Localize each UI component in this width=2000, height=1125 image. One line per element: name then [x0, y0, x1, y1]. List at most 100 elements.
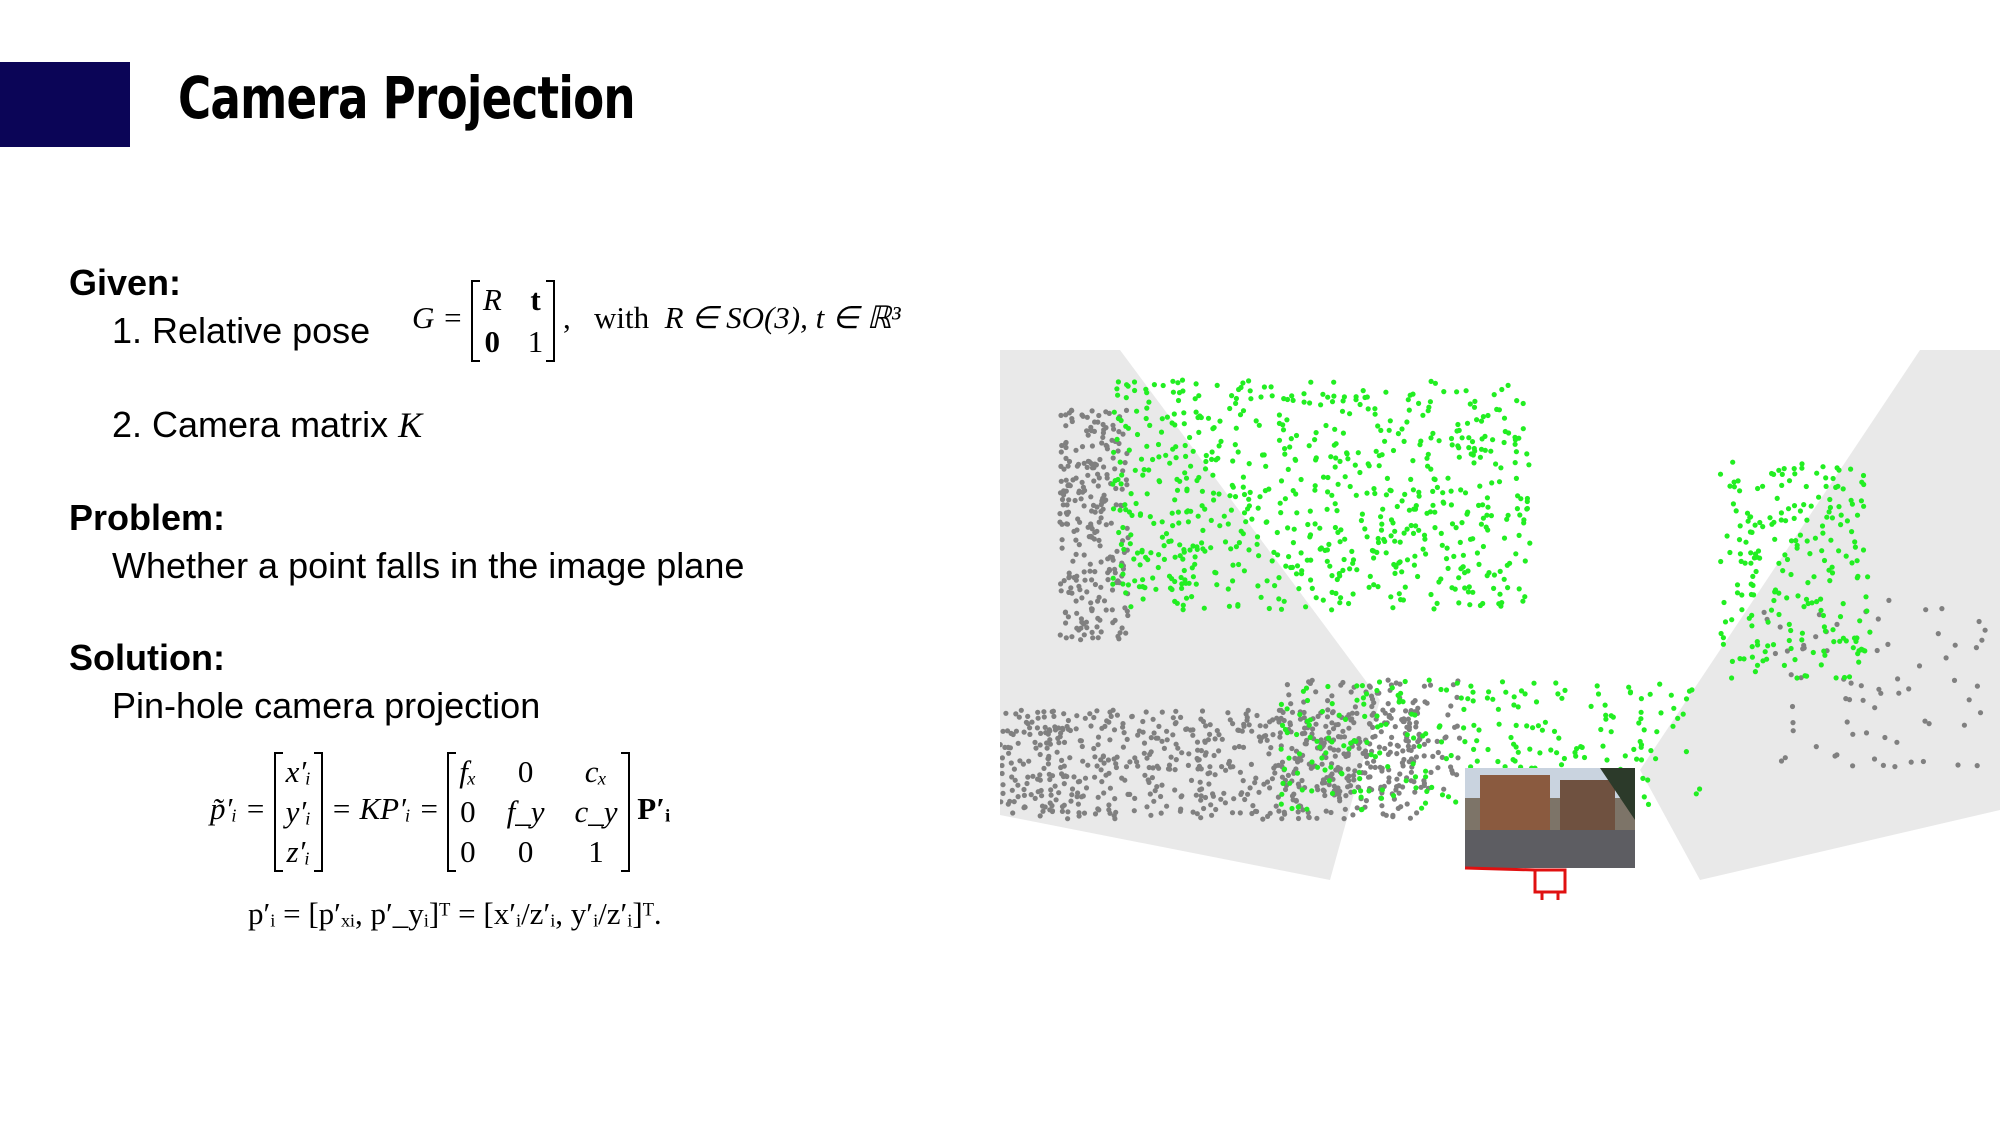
outlier-point	[1341, 751, 1347, 757]
inlier-point	[1334, 508, 1340, 514]
outlier-points	[1000, 407, 1988, 822]
outlier-point	[1154, 784, 1160, 790]
outlier-point	[1151, 730, 1157, 736]
outlier-point	[1385, 701, 1391, 707]
outlier-point	[1122, 777, 1128, 783]
outlier-point	[1100, 434, 1106, 440]
outlier-point	[1782, 755, 1788, 761]
outlier-point	[1092, 509, 1098, 515]
outlier-point	[1939, 606, 1945, 612]
outlier-point	[1366, 683, 1372, 689]
pose-matrix: R t 0 1	[470, 280, 556, 362]
outlier-point	[1761, 609, 1767, 615]
outlier-point	[1267, 810, 1273, 816]
inlier-point	[1491, 585, 1497, 591]
outlier-point	[1148, 735, 1154, 741]
inlier-point	[1436, 438, 1442, 444]
inlier-point	[1125, 582, 1131, 588]
outlier-point	[1982, 627, 1988, 633]
inlier-point	[1292, 456, 1298, 462]
outlier-point	[1385, 677, 1391, 683]
inlier-point	[1155, 564, 1161, 571]
inlier-point	[1553, 680, 1559, 686]
inlier-point	[1345, 456, 1351, 462]
outlier-point	[1345, 784, 1351, 790]
outlier-point	[1063, 620, 1069, 626]
outlier-point	[1017, 758, 1023, 764]
inlier-point	[1173, 455, 1179, 461]
inlier-point	[1471, 445, 1477, 452]
inlier-point	[1476, 727, 1482, 733]
outlier-point	[1274, 715, 1280, 721]
inlier-point	[1748, 591, 1754, 598]
outlier-point	[1040, 808, 1046, 814]
inlier-point	[1266, 605, 1272, 612]
inlier-point	[1622, 753, 1628, 759]
inlier-point	[1367, 573, 1373, 579]
inlier-point	[1411, 562, 1417, 568]
outlier-point	[1092, 774, 1098, 780]
inlier-point	[1350, 591, 1356, 597]
inlier-point	[1148, 550, 1154, 556]
outlier-point	[1058, 412, 1064, 418]
outlier-point	[1151, 798, 1157, 804]
pose-eq-lhs: G =	[412, 300, 464, 336]
outlier-point	[1073, 551, 1079, 557]
inlier-point	[1258, 394, 1264, 400]
outlier-point	[1354, 805, 1360, 811]
inlier-point	[1326, 778, 1333, 784]
k-fx: fₓ	[459, 754, 477, 789]
inlier-point	[1329, 399, 1336, 405]
outlier-point	[1325, 698, 1331, 704]
inlier-point	[1313, 430, 1319, 436]
inlier-point	[1548, 747, 1554, 753]
inlier-point	[1467, 401, 1473, 407]
inlier-point	[1140, 596, 1146, 602]
inlier-point	[1384, 475, 1390, 481]
inlier-point	[1278, 510, 1284, 516]
inlier-point	[1313, 595, 1319, 601]
inlier-point	[1216, 491, 1222, 497]
outlier-point	[1230, 721, 1236, 727]
inlier-point	[1164, 414, 1170, 420]
inlier-point	[1143, 386, 1149, 392]
outlier-point	[1000, 790, 1006, 796]
outlier-point	[1003, 710, 1009, 716]
inlier-point	[1120, 571, 1126, 577]
outlier-point	[1816, 612, 1822, 618]
outlier-point	[1354, 710, 1360, 716]
outlier-point	[1388, 715, 1394, 721]
inlier-point	[1829, 570, 1836, 576]
outlier-point	[1172, 787, 1178, 793]
inlier-point	[1169, 420, 1175, 426]
inlier-point	[1562, 687, 1568, 693]
inlier-point	[1240, 408, 1247, 414]
inlier-point	[1171, 411, 1177, 417]
inlier-point	[1733, 508, 1739, 514]
inlier-point	[1354, 567, 1360, 573]
outlier-point	[1277, 734, 1283, 740]
inlier-point	[1110, 581, 1116, 587]
outlier-point	[1087, 568, 1093, 574]
outlier-point	[1798, 675, 1804, 681]
inlier-point	[1638, 757, 1645, 763]
k-0c: 0	[460, 834, 476, 869]
inlier-point	[1110, 506, 1117, 512]
inlier-point	[1484, 512, 1490, 518]
inlier-point	[1423, 731, 1429, 737]
inlier-point	[1329, 573, 1335, 579]
inlier-point	[1289, 805, 1295, 812]
inlier-point	[1458, 566, 1464, 572]
outlier-point	[1295, 759, 1301, 765]
inlier-point	[1222, 539, 1229, 545]
inlier-point	[1645, 777, 1651, 783]
outlier-point	[1089, 465, 1096, 471]
outlier-point	[1004, 728, 1011, 734]
outlier-point	[1026, 758, 1032, 764]
k-cy: c_y	[574, 794, 618, 829]
outlier-point	[1335, 764, 1341, 771]
inlier-point	[1339, 408, 1346, 414]
outlier-point	[1058, 730, 1064, 736]
inlier-point	[1365, 461, 1371, 467]
outlier-point	[1308, 765, 1314, 771]
